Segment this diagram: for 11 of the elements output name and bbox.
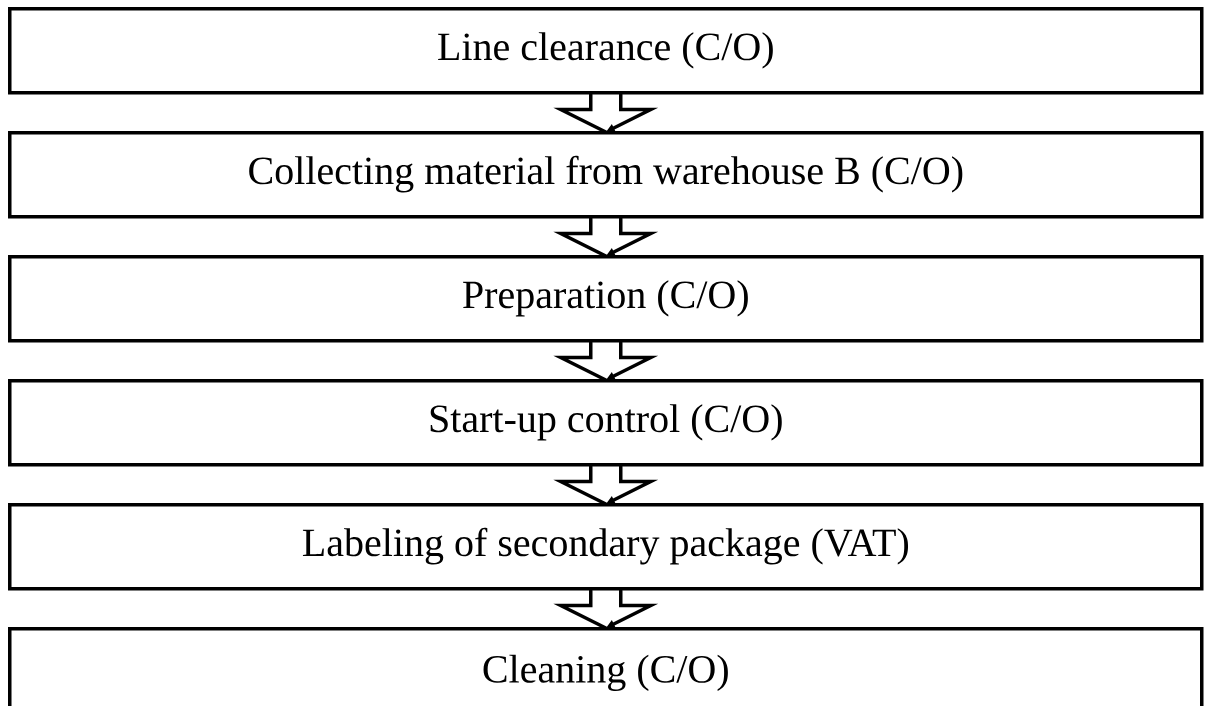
- process-box: Preparation (C/O): [8, 255, 1204, 343]
- block-arrow: [553, 340, 659, 382]
- process-box: Line clearance (C/O): [8, 7, 1204, 95]
- block-arrow: [553, 588, 659, 630]
- process-box: Labeling of secondary package (VAT): [8, 503, 1204, 591]
- process-box: Collecting material from warehouse B (C/O): [8, 131, 1204, 219]
- block-arrow: [553, 216, 659, 258]
- block-arrow: [553, 92, 659, 134]
- process-box: Cleaning (C/O): [8, 627, 1204, 706]
- block-arrow: [553, 464, 659, 506]
- process-box: Start-up control (C/O): [8, 379, 1204, 467]
